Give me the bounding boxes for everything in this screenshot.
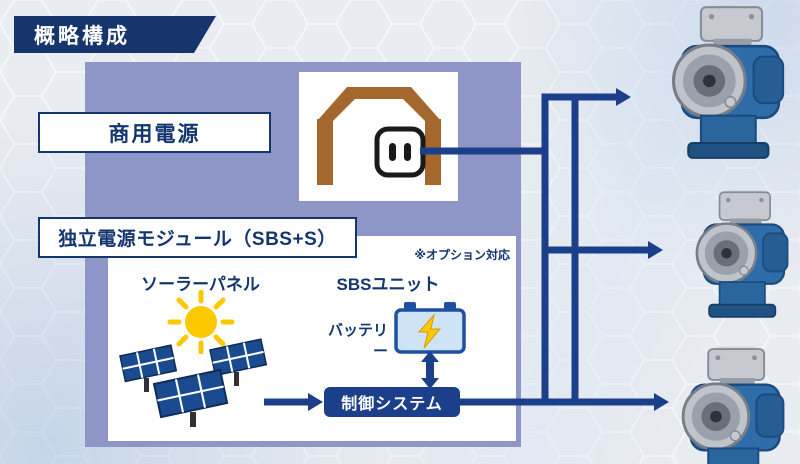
electric-actuator-image-top — [648, 4, 796, 162]
solar-panels-icon — [119, 338, 268, 427]
page-title: 概略構成 — [34, 24, 130, 48]
building-with-outlet-icon — [316, 86, 441, 185]
option-note: ※オプション対応 — [414, 248, 510, 262]
battery-label: バッテリー — [327, 322, 388, 360]
commercial-power-icon-box — [299, 72, 458, 201]
control-system-box: 制御システム — [324, 387, 460, 417]
control-system-label: 制御システム — [341, 396, 443, 413]
commercial-power-label-box: 商用電源 — [38, 112, 271, 153]
electric-actuator-image-bottom — [660, 346, 795, 464]
commercial-power-label: 商用電源 — [108, 122, 201, 146]
battery-icon — [394, 302, 466, 354]
building-roof — [316, 86, 441, 121]
building-left-leg — [316, 118, 333, 185]
building-right-leg — [424, 118, 441, 185]
independent-module-label: 独立電源モジュール（SBS+S） — [58, 229, 337, 250]
independent-module-label-box: 独立電源モジュール（SBS+S） — [38, 217, 357, 258]
title-banner: 概略構成 — [14, 16, 216, 53]
outlet-icon — [374, 126, 425, 177]
electric-actuator-image-middle — [676, 180, 798, 330]
sbs-unit-label: SBSユニット — [336, 275, 440, 294]
